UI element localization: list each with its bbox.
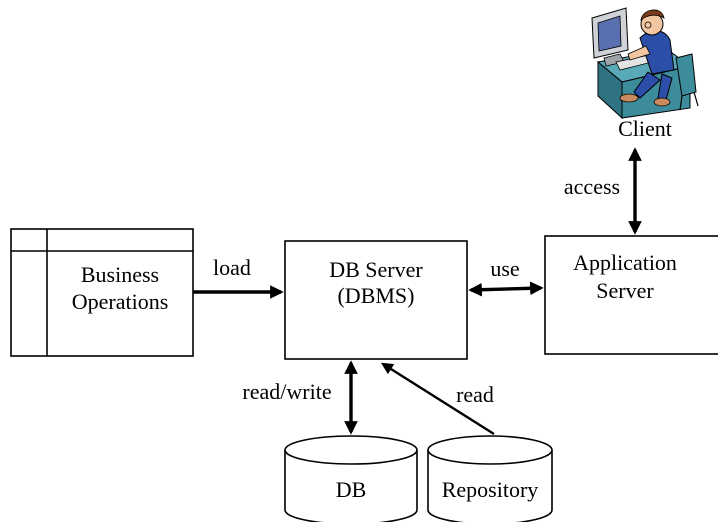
- use-label: use: [490, 256, 519, 281]
- db-server-line1: DB Server: [329, 257, 423, 282]
- application-server-line2: Server: [596, 278, 654, 303]
- use-arrow: [468, 281, 544, 297]
- application-server-box: Application Server: [544, 235, 718, 355]
- db-server-line2: (DBMS): [337, 283, 414, 308]
- business-operations-line1: Business: [81, 262, 159, 287]
- db-label: DB: [336, 477, 367, 502]
- read-write-label: read/write: [242, 379, 331, 404]
- read-arrow: [380, 362, 495, 436]
- repository-cylinder: Repository: [427, 435, 553, 522]
- db-cylinder: DB: [284, 435, 418, 522]
- repository-label: Repository: [442, 477, 539, 502]
- read-label: read: [456, 382, 494, 407]
- person-at-computer-icon: [591, 7, 699, 120]
- client-label: Client: [618, 116, 672, 141]
- access-label: access: [564, 174, 620, 199]
- load-label: load: [213, 255, 251, 280]
- business-operations-box: Business Operations: [10, 228, 194, 357]
- business-operations-line2: Operations: [72, 289, 169, 314]
- application-server-line1: Application: [573, 250, 677, 275]
- db-server-box: DB Server (DBMS): [284, 240, 468, 360]
